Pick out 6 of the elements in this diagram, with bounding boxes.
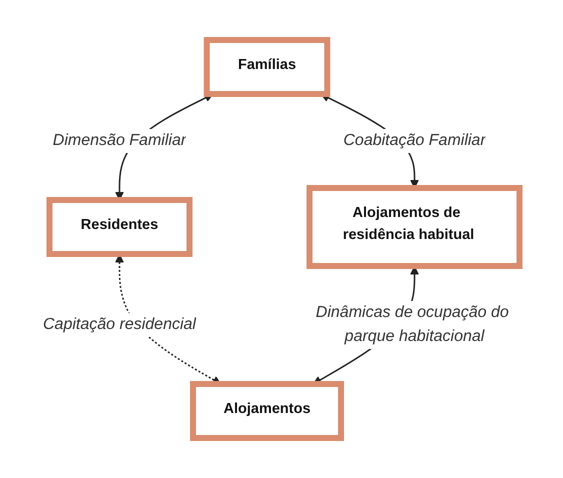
node-box: Residentes: [46, 197, 193, 257]
edge-label: Capitação residencial: [43, 316, 196, 333]
edge-label: Dinâmicas de ocupação do parque habitacional: [316, 304, 510, 345]
node-box: Alojamentos de residência habitual: [306, 185, 523, 269]
node-box: Alojamentos: [190, 381, 344, 441]
node-box: Famílias: [204, 37, 330, 97]
